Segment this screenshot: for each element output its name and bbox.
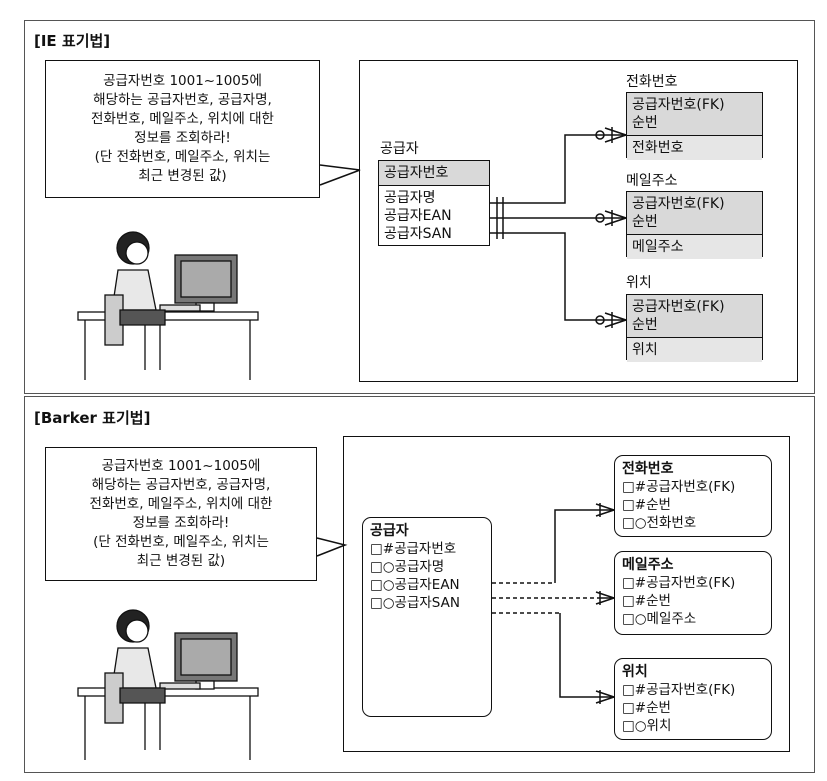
barker-speech-bubble: 공급자번호 1001~1005에 해당하는 공급자번호, 공급자명, 전화번호,…: [45, 447, 317, 581]
ie-crowfoot-location: [595, 312, 627, 328]
ie-supplier-attr: 공급자명: [384, 190, 436, 206]
barker-phone-attr: □○전화번호: [622, 515, 697, 531]
ie-location-attr: 위치: [627, 338, 762, 362]
ie-crowfoot-email: [595, 210, 627, 226]
barker-email-attr: □#순번: [622, 593, 671, 609]
ie-phone-entity: 공급자번호(FK) 순번 전화번호: [626, 92, 763, 160]
barker-supplier-attr: □○공급자명: [370, 559, 445, 575]
bubble-line: 공급자번호 1001~1005에: [101, 458, 261, 474]
bubble-line: 최근 변경된 값): [138, 168, 227, 184]
ie-supplier-entity: 공급자번호 공급자명 공급자EAN 공급자SAN: [378, 160, 490, 246]
ie-phone-pk: 공급자번호(FK): [632, 97, 725, 113]
barker-phone-attr: □#순번: [622, 497, 671, 513]
barker-phone-name: 전화번호: [622, 461, 674, 477]
bubble-line: 공급자번호 1001~1005에: [103, 73, 262, 89]
ie-supplier-pk: 공급자번호: [379, 161, 489, 186]
barker-email-attr: □○메일주소: [622, 611, 697, 627]
person-at-computer-illustration: [77, 609, 259, 760]
bubble-line: 해당하는 공급자번호, 공급자명,: [93, 92, 272, 108]
bubble-line: (단 전화번호, 메일주소, 위치는: [94, 149, 271, 165]
ie-bubble-tail: [319, 164, 361, 186]
barker-bubble-tail: [316, 537, 348, 557]
ie-location-pk: 순번: [632, 317, 658, 333]
ie-crowfoot-phone: [595, 127, 627, 143]
bubble-line: 정보를 조회하라!: [134, 130, 231, 146]
ie-supplier-label: 공급자: [380, 141, 419, 157]
barker-supplier-name: 공급자: [370, 523, 409, 539]
barker-rel-location: [492, 612, 615, 704]
ie-rel-phone: [490, 134, 626, 204]
ie-email-pk: 순번: [632, 214, 658, 230]
barker-supplier-attr: □○공급자EAN: [370, 577, 460, 593]
ie-phone-pk: 순번: [632, 115, 658, 131]
ie-phone-attr: 전화번호: [627, 136, 762, 160]
bubble-line: (단 전화번호, 메일주소, 위치는: [93, 534, 269, 550]
barker-supplier-attr: □#공급자번호: [370, 541, 457, 557]
ie-phone-label: 전화번호: [626, 74, 678, 90]
bubble-line: 최근 변경된 값): [136, 553, 226, 569]
barker-location-attr: □#순번: [622, 700, 671, 716]
ie-rel-location: [490, 232, 626, 321]
ie-location-entity: 공급자번호(FK) 순번 위치: [626, 294, 763, 362]
ie-location-pk: 공급자번호(FK): [632, 299, 725, 315]
ie-speech-bubble: 공급자번호 1001~1005에 해당하는 공급자번호, 공급자명, 전화번호,…: [45, 60, 320, 198]
ie-panel-title: [IE 표기법]: [34, 32, 111, 50]
barker-email-entity: 메일주소 □#공급자번호(FK) □#순번 □○메일주소: [614, 551, 772, 635]
ie-email-entity: 공급자번호(FK) 순번 메일주소: [626, 191, 763, 259]
ie-email-label: 메일주소: [626, 173, 678, 189]
bubble-line: 해당하는 공급자번호, 공급자명,: [91, 477, 271, 493]
barker-location-entity: 위치 □#공급자번호(FK) □#순번 □○위치: [614, 658, 772, 740]
ie-supplier-attr: 공급자EAN: [384, 208, 452, 224]
barker-location-name: 위치: [622, 664, 648, 680]
bubble-line: 전화번호, 메일주소, 위치에 대한: [89, 496, 273, 512]
barker-rel-phone: [492, 503, 615, 584]
bubble-line: 전화번호, 메일주소, 위치에 대한: [91, 111, 274, 127]
ie-supplier-attr: 공급자SAN: [384, 226, 452, 242]
barker-panel-title: [Barker 표기법]: [34, 409, 151, 427]
barker-phone-attr: □#공급자번호(FK): [622, 479, 736, 495]
person-at-computer-illustration: [77, 231, 259, 380]
bubble-line: 정보를 조회하라!: [132, 515, 230, 531]
ie-email-attr: 메일주소: [627, 235, 762, 259]
barker-rel-email: [492, 591, 615, 605]
barker-supplier-entity: 공급자 □#공급자번호 □○공급자명 □○공급자EAN □○공급자SAN: [362, 517, 492, 717]
barker-supplier-attr: □○공급자SAN: [370, 595, 460, 611]
barker-email-attr: □#공급자번호(FK): [622, 575, 736, 591]
barker-email-name: 메일주소: [622, 557, 674, 573]
ie-location-label: 위치: [626, 275, 652, 291]
barker-location-attr: □#공급자번호(FK): [622, 682, 736, 698]
barker-phone-entity: 전화번호 □#공급자번호(FK) □#순번 □○전화번호: [614, 455, 772, 537]
ie-email-pk: 공급자번호(FK): [632, 196, 725, 212]
barker-location-attr: □○위치: [622, 718, 672, 734]
